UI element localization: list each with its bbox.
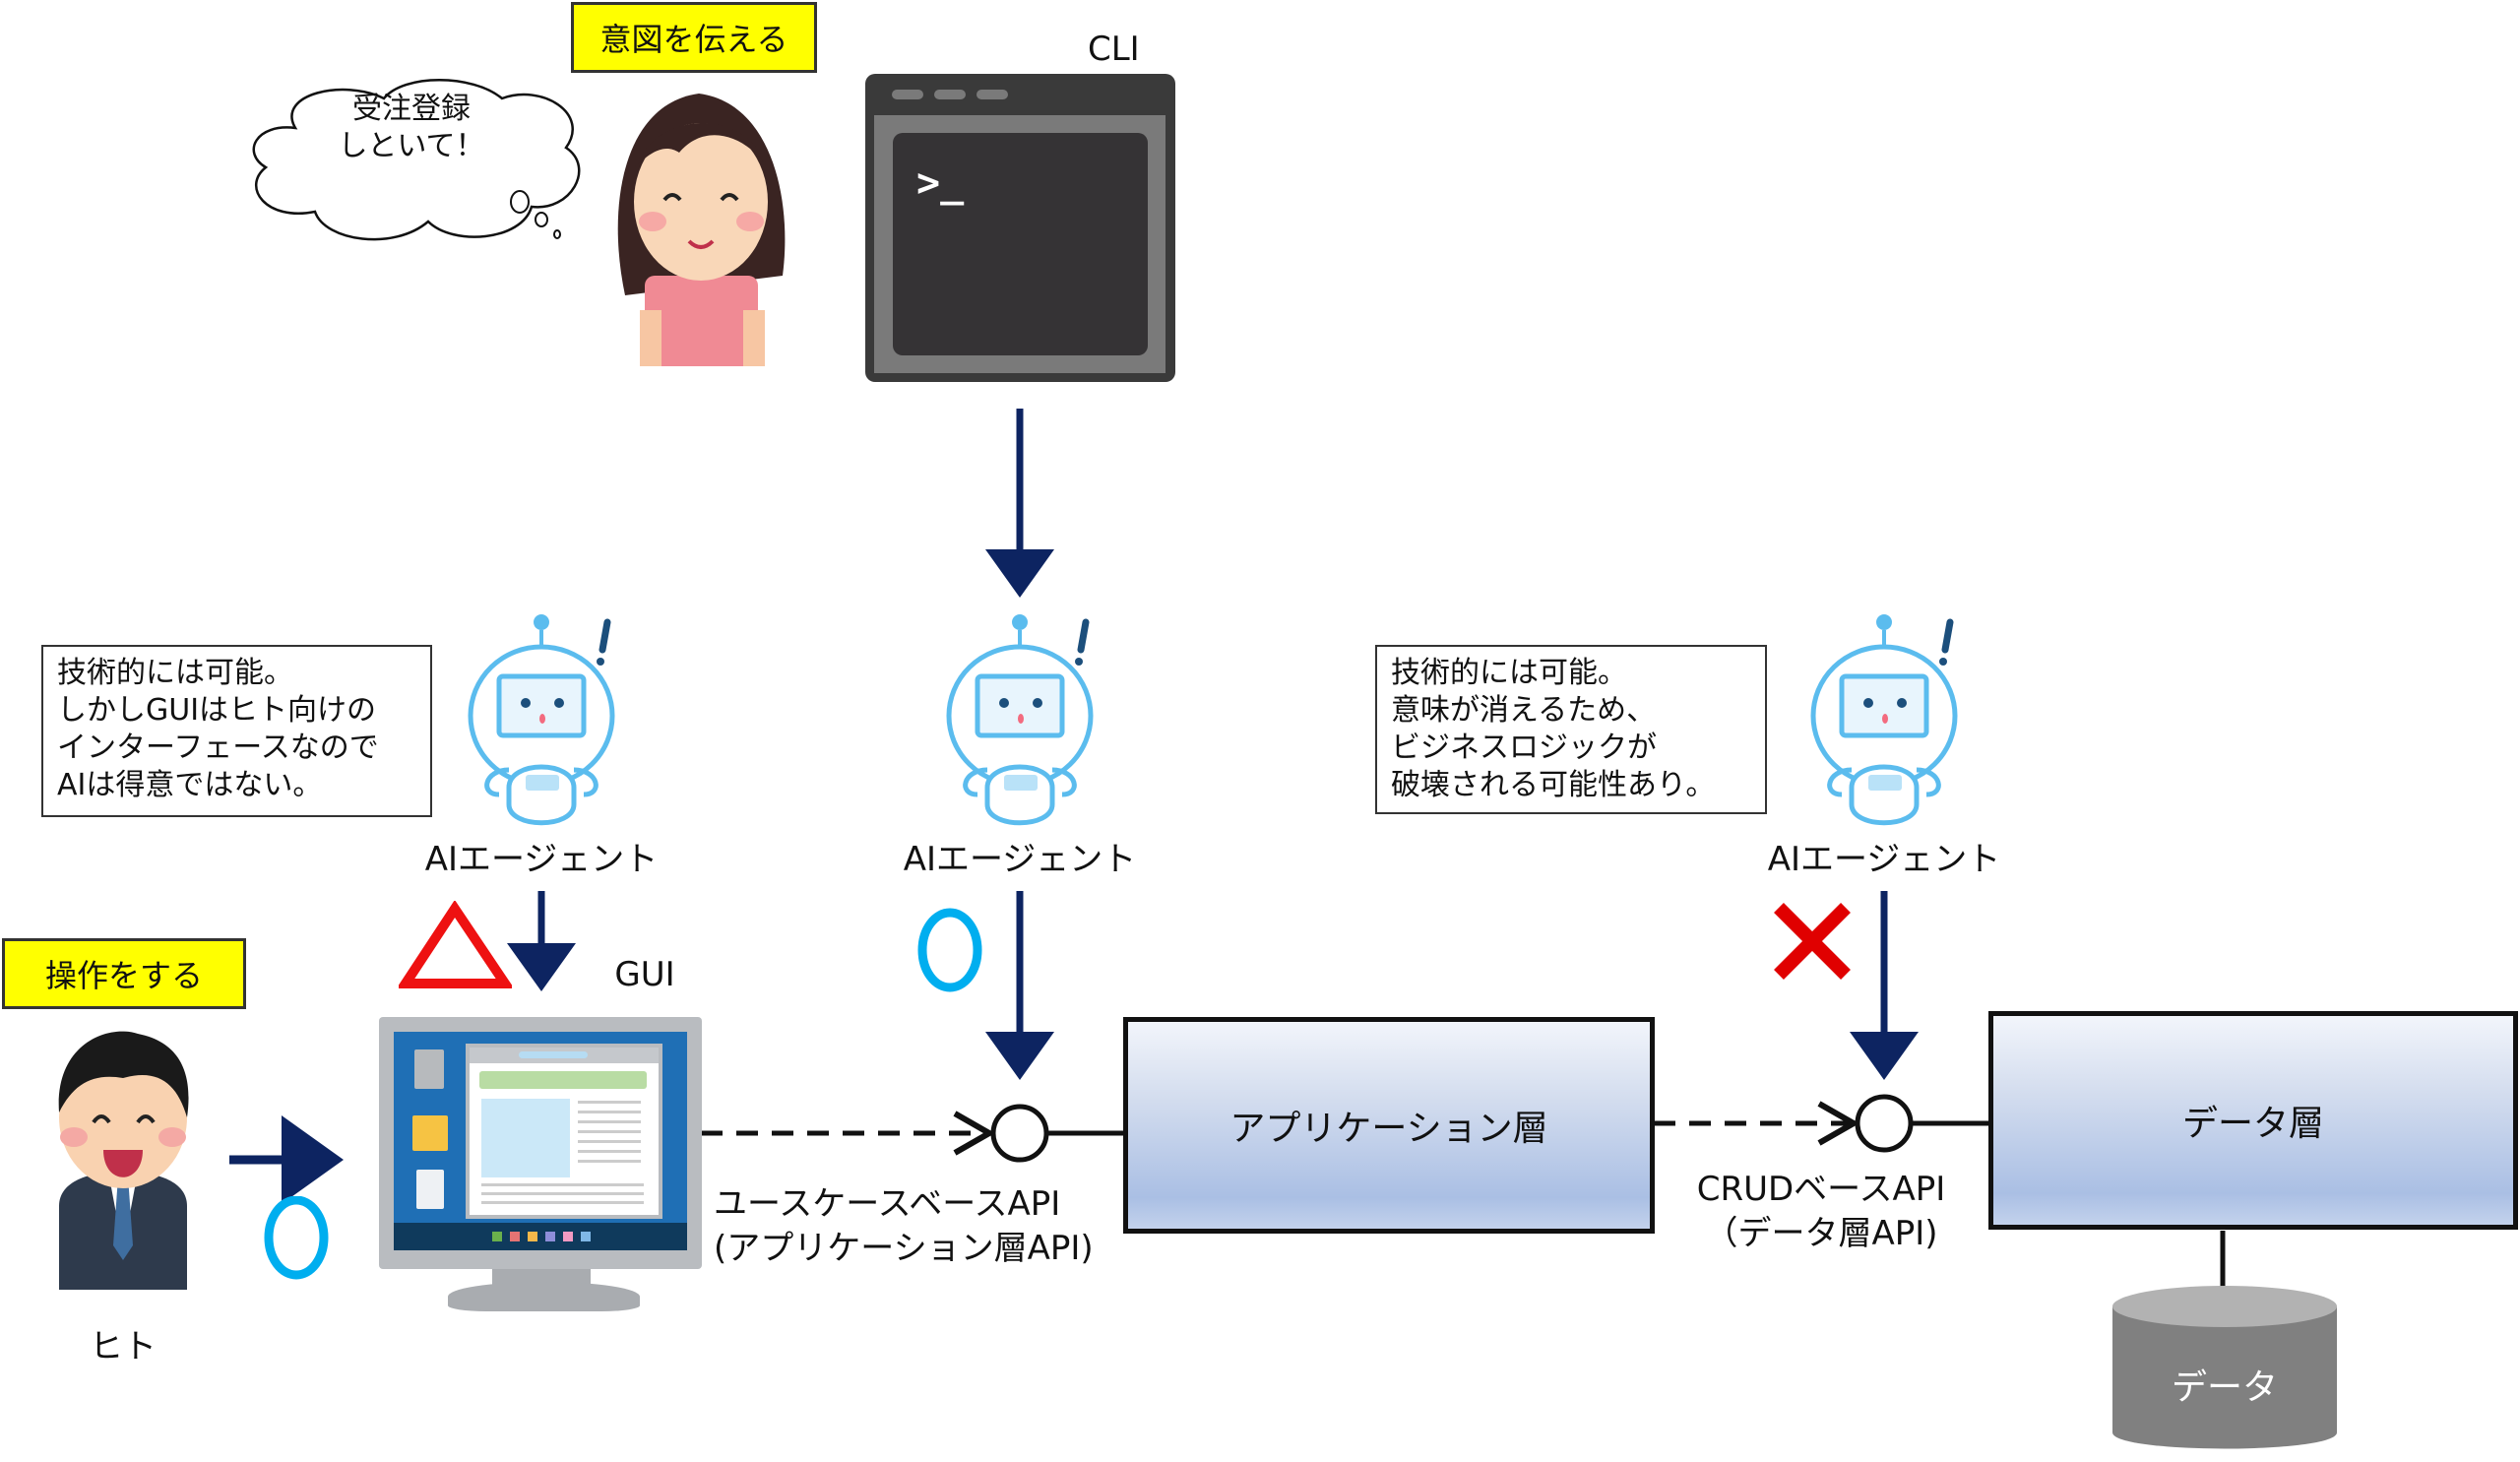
page-text-block [578, 1101, 641, 1170]
taskbar-app-icon [492, 1232, 502, 1241]
crud-api-label: CRUDベースAPI [1696, 1170, 1946, 1209]
triangle-mark-icon [399, 901, 512, 988]
taskbar-app-icon [528, 1232, 537, 1241]
gui-desktop [394, 1032, 687, 1250]
agent-label-crud: AIエージェント [1767, 840, 2001, 879]
taskbar-app-icon [510, 1232, 520, 1241]
usecase-api-sublabel: (アプリケーション層API) [714, 1229, 1094, 1268]
woman-user-icon [617, 94, 786, 366]
folder-icon [412, 1115, 448, 1151]
cli-titlebar-dot [934, 90, 966, 99]
cross-ng-mark-icon [1774, 903, 1851, 980]
gui-monitor-icon [379, 1017, 702, 1269]
robot-icon [933, 612, 1110, 829]
gui-label: GUI [614, 955, 675, 994]
circle-ok-mark-icon [917, 908, 982, 992]
taskbar-app-icon [581, 1232, 591, 1241]
robot-icon [468, 614, 615, 826]
browser-window [466, 1044, 662, 1219]
thought-bubble-line1: 受注登録 [352, 92, 471, 126]
database-label: データ [2171, 1367, 2278, 1408]
operate-label: 操作をする [2, 938, 246, 1009]
crud-note: 技術的には可能。 意味が消えるため、 ビジネスロジックが 破壊される可能性あり。 [1375, 645, 1767, 814]
cli-window: >_ [865, 74, 1175, 382]
thought-bubble-line2: しといて！ [338, 129, 485, 163]
agent-label-usecase: AIエージェント [903, 840, 1137, 879]
monitor-stand [448, 1282, 640, 1311]
taskbar-app-icon [563, 1232, 573, 1241]
document-icon [416, 1170, 444, 1209]
businessman-user-icon [58, 1031, 189, 1290]
cli-frame: >_ [874, 115, 1166, 373]
thought-dots [510, 190, 561, 239]
page-image-block [481, 1099, 570, 1177]
cli-titlebar-dot [976, 90, 1008, 99]
page-header-block [479, 1071, 647, 1089]
human-label: ヒト [90, 1327, 157, 1367]
address-bar [519, 1051, 588, 1058]
thought-bubble [252, 79, 581, 241]
crud-api-sublabel: （データ層API) [1704, 1214, 1938, 1253]
data-layer-box: データ層 [1988, 1011, 2518, 1230]
trash-icon [414, 1049, 444, 1089]
gui-note: 技術的には可能。 しかしGUIはヒト向けの インターフェースなので AIは得意で… [41, 645, 432, 817]
cli-titlebar-dot [892, 90, 923, 99]
cli-terminal: >_ [893, 133, 1148, 355]
application-layer-box: アプリケーション層 [1123, 1017, 1655, 1234]
usecase-api-label: ユースケースベースAPI [714, 1184, 1061, 1224]
application-layer-label: アプリケーション層 [1229, 1109, 1548, 1149]
intent-label: 意図を伝える [571, 2, 817, 73]
agent-label-gui: AIエージェント [424, 840, 659, 879]
crud-api-port [1855, 1094, 1914, 1153]
taskbar-app-icon [545, 1232, 555, 1241]
usecase-api-port [990, 1104, 1049, 1163]
database-icon [2112, 1286, 2337, 1449]
robot-icon [1797, 612, 1975, 829]
taskbar [394, 1223, 687, 1250]
browser-toolbar [470, 1048, 659, 1063]
page-text-block [481, 1183, 644, 1209]
cli-prompt: >_ [916, 160, 965, 206]
circle-ok-mark-icon [264, 1196, 329, 1280]
data-layer-label: データ層 [2181, 1104, 2324, 1144]
